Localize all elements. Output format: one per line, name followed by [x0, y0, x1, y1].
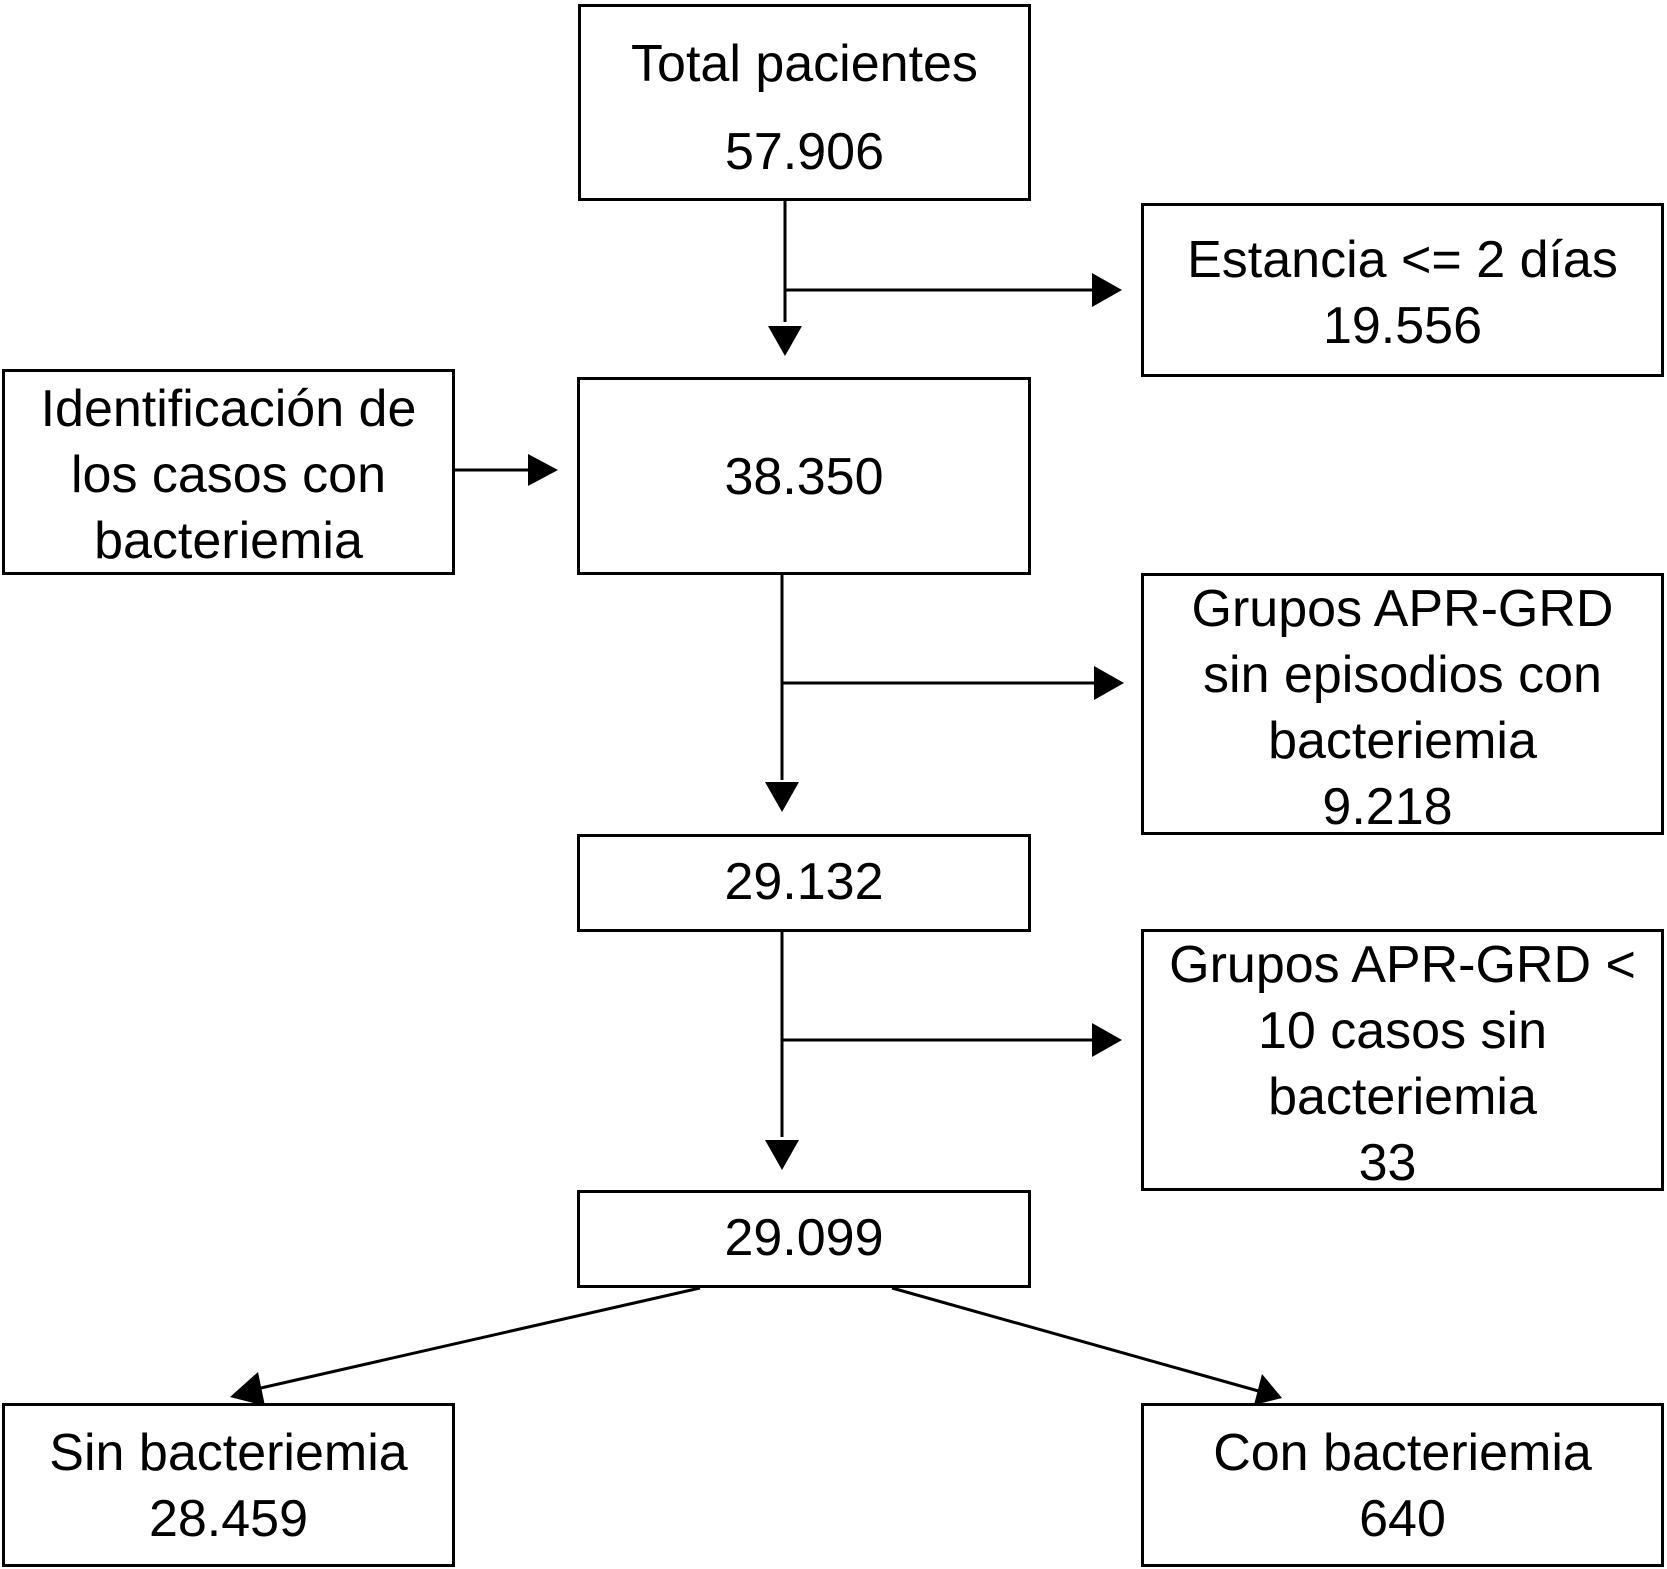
identification-line-2: los casos con	[70, 446, 387, 504]
without-bacteremia-box: Sin bacteriemia 28.459	[2, 1403, 455, 1567]
identification-box: Identificación de los casos con bacterie…	[2, 369, 455, 575]
arrowhead-down-2	[765, 782, 799, 812]
excluded-small-groups-line-2: 10 casos sin	[1257, 1002, 1548, 1060]
arrowhead-right-grupos-2	[1092, 1023, 1122, 1057]
total-patients-box: Total pacientes 57.906	[578, 4, 1031, 201]
total-patients-label: Total pacientes	[631, 35, 978, 93]
step-29132-value: 29.132	[724, 853, 884, 911]
with-bacteremia-box: Con bacteriemia 640	[1141, 1403, 1664, 1567]
without-bacteremia-value: 28.459	[148, 1490, 309, 1548]
arrowhead-right-identification	[528, 454, 558, 486]
excluded-groups-no-episodes-value: 9.218	[1322, 778, 1453, 836]
with-bacteremia-value: 640	[1359, 1490, 1446, 1548]
connector-to-sin-bacteriemia	[251, 1286, 701, 1392]
arrowhead-down-1	[768, 326, 802, 356]
excluded-stay-box: Estancia <= 2 días 19.556	[1141, 203, 1664, 377]
step-29132-box: 29.132	[577, 834, 1031, 932]
excluded-small-groups-value: 33	[1358, 1134, 1417, 1192]
excluded-small-groups-line-3: bacteriemia	[1268, 1068, 1537, 1126]
step-38350-value: 38.350	[724, 448, 884, 506]
arrowhead-down-3	[765, 1140, 799, 1170]
excluded-stay-label: Estancia <= 2 días	[1187, 231, 1618, 289]
excluded-stay-value: 19.556	[1322, 297, 1483, 355]
arrowhead-sin-bacteriemia	[230, 1372, 265, 1406]
excluded-small-groups-line-1: Grupos APR-GRD <	[1169, 936, 1636, 994]
arrowhead-right-grupos-1	[1094, 666, 1124, 700]
identification-line-1: Identificación de	[40, 380, 417, 438]
with-bacteremia-label: Con bacteriemia	[1213, 1424, 1592, 1482]
without-bacteremia-label: Sin bacteriemia	[49, 1424, 408, 1482]
arrowhead-right-estancia	[1092, 273, 1122, 307]
step-29099-value: 29.099	[724, 1209, 884, 1267]
identification-line-3: bacteriemia	[94, 512, 363, 570]
excluded-groups-no-episodes-line-3: bacteriemia	[1268, 712, 1537, 770]
total-patients-value: 57.906	[724, 123, 885, 181]
excluded-small-groups-box: Grupos APR-GRD < 10 casos sin bacteriemi…	[1141, 929, 1664, 1192]
step-29099-box: 29.099	[577, 1190, 1031, 1288]
connector-to-con-bacteriemia	[891, 1286, 1263, 1394]
excluded-groups-no-episodes-line-2: sin episodios con	[1203, 646, 1602, 704]
excluded-groups-no-episodes-box: Grupos APR-GRD sin episodios con bacteri…	[1141, 573, 1664, 836]
step-38350-box: 38.350	[577, 377, 1031, 575]
excluded-groups-no-episodes-line-1: Grupos APR-GRD	[1191, 580, 1614, 638]
arrowhead-con-bacteriemia	[1254, 1374, 1282, 1405]
